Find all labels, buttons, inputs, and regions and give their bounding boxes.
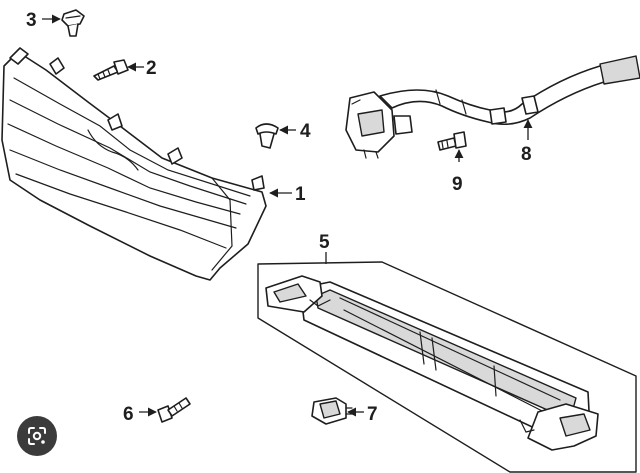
harness-part <box>345 55 640 159</box>
callout-1: 1 <box>295 184 306 205</box>
screw-part <box>93 59 129 81</box>
connector-part <box>311 397 353 425</box>
callout-5: 5 <box>319 232 330 253</box>
bolt-part <box>157 397 191 423</box>
harness-bolt-part <box>437 131 467 151</box>
shutter-assembly-part <box>257 261 637 473</box>
lens-search-icon <box>28 427 46 445</box>
callout-8: 8 <box>521 144 532 165</box>
grille-part <box>1 47 267 281</box>
lens-search-button[interactable] <box>17 416 57 456</box>
callout-6: 6 <box>123 404 134 425</box>
callout-9: 9 <box>452 174 463 195</box>
callout-2: 2 <box>146 58 157 79</box>
callout-3: 3 <box>26 10 37 31</box>
leader-lines <box>42 14 533 417</box>
callout-7: 7 <box>367 404 378 425</box>
retainer-part <box>255 123 279 149</box>
clip-part <box>61 9 85 37</box>
callout-4: 4 <box>300 121 311 142</box>
